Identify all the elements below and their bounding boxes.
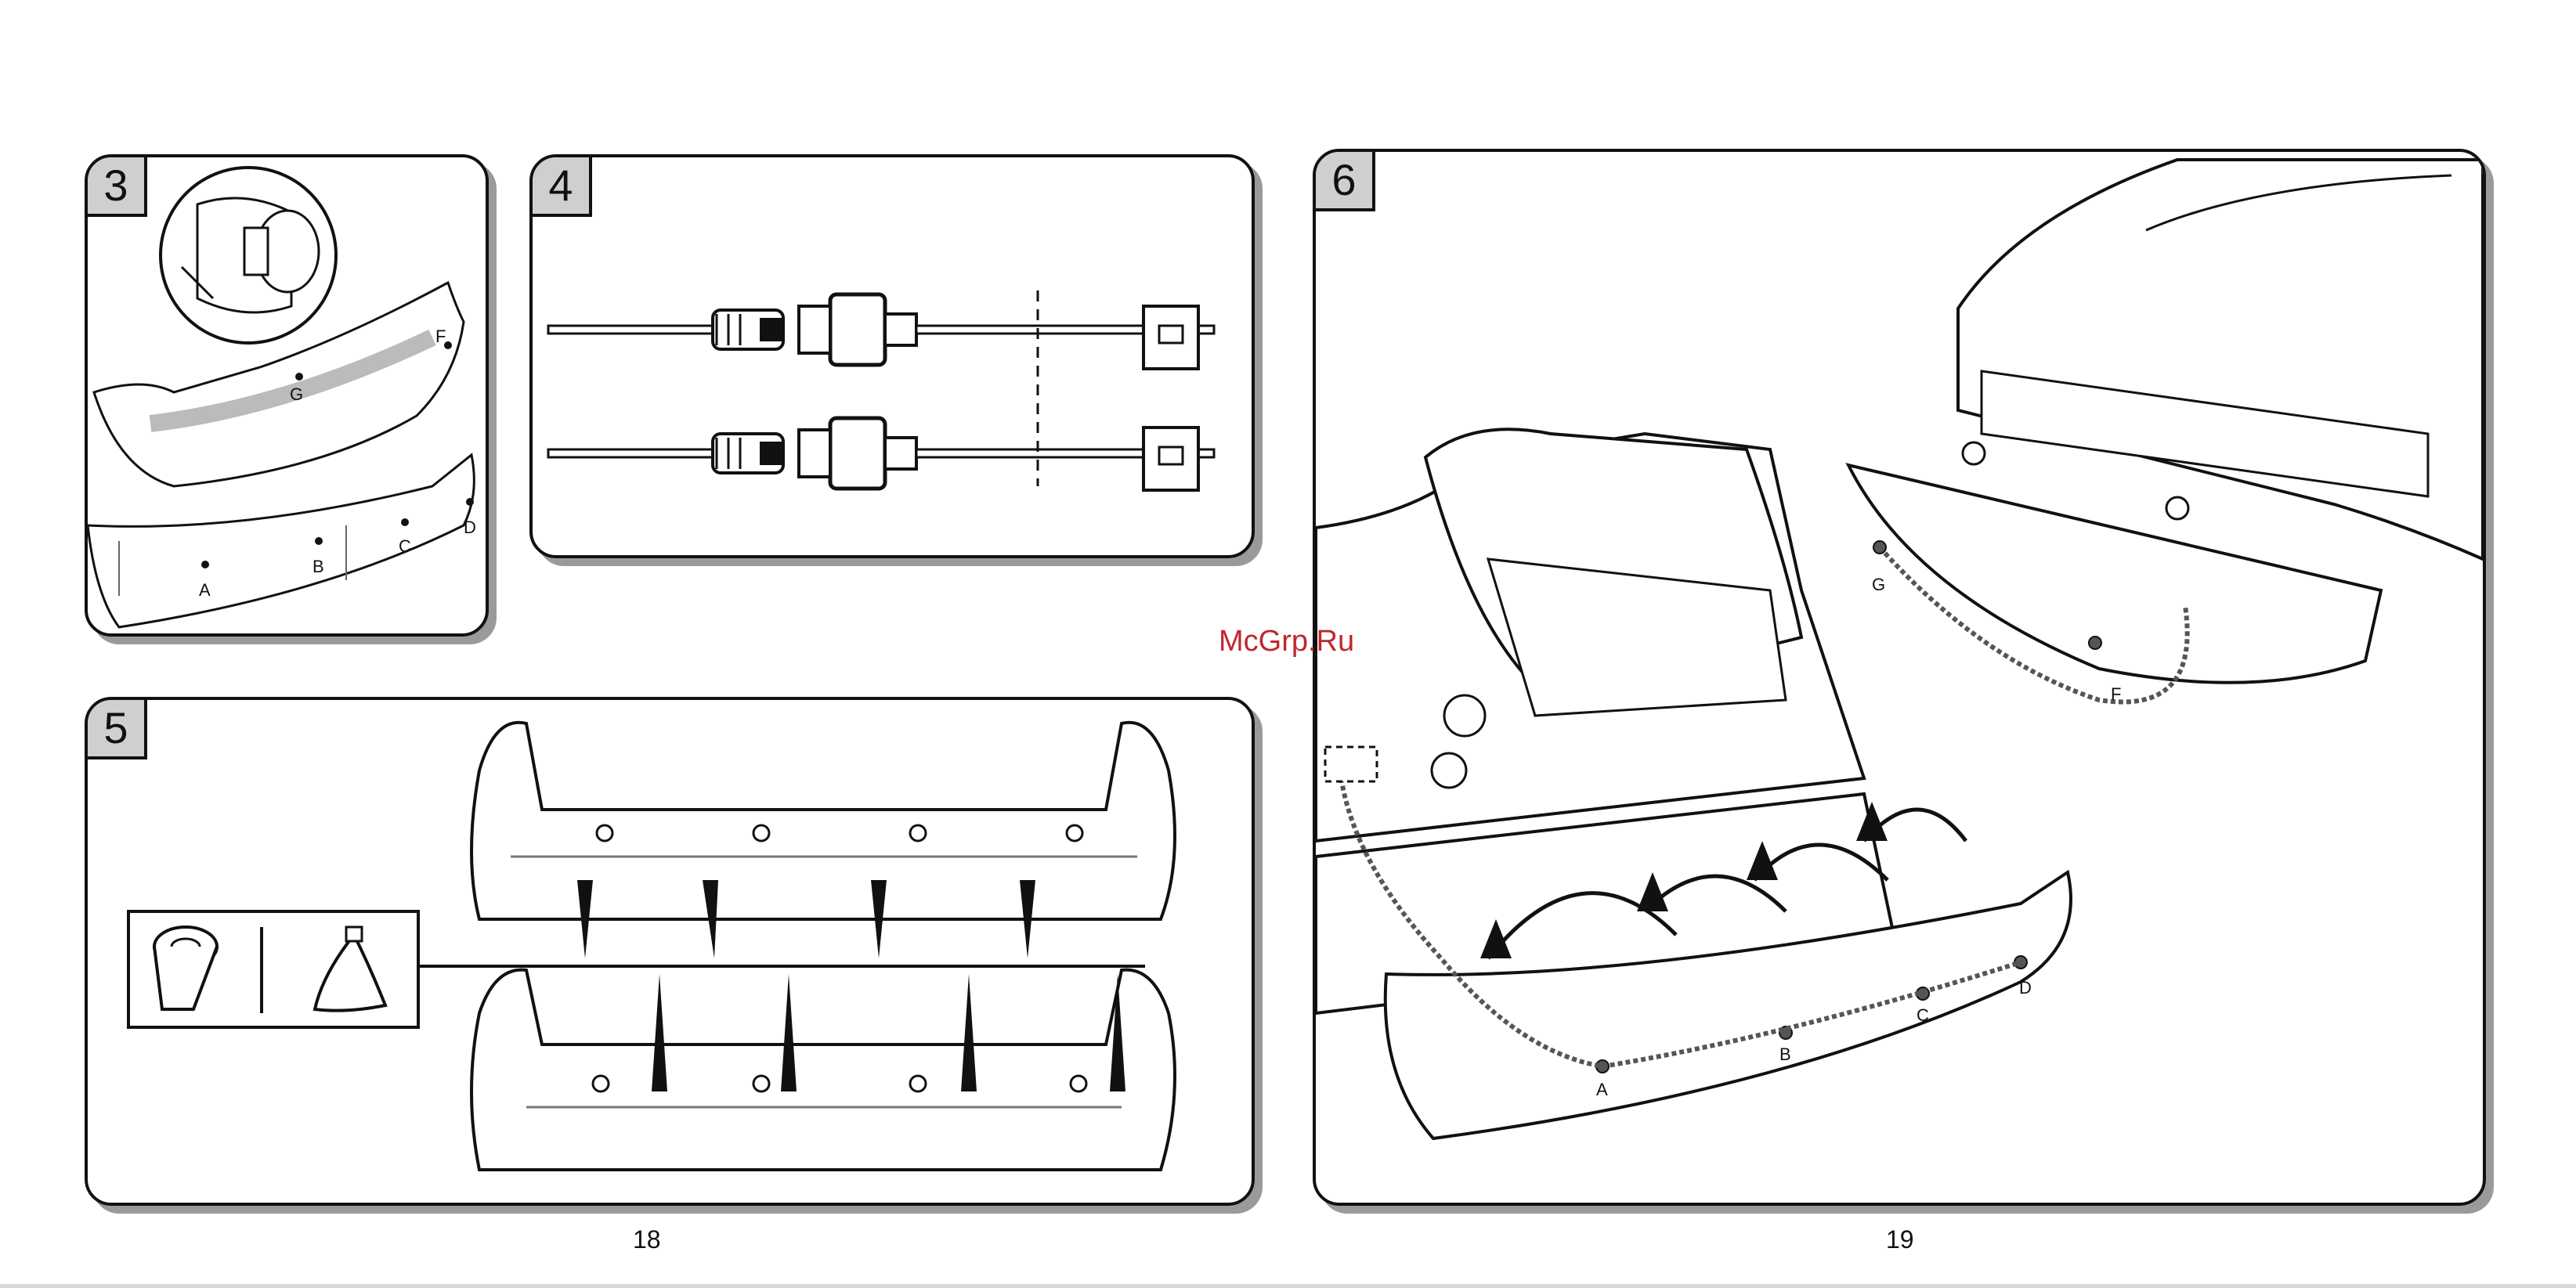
label-a: A: [199, 580, 211, 600]
label-d-rear: D: [2019, 978, 2032, 998]
bumper-sensor-diagram: G F A B C D: [88, 157, 486, 633]
label-c-rear: C: [1917, 1005, 1929, 1025]
step-number-5: 5: [85, 697, 147, 759]
label-a-rear: A: [1596, 1080, 1608, 1099]
page-number-right: 19: [1886, 1225, 1914, 1254]
panel-step-5: 5: [85, 697, 1255, 1206]
label-b: B: [313, 557, 324, 576]
label-b-rear: B: [1779, 1044, 1791, 1064]
connector-cable-top: [548, 294, 1214, 369]
label-f-front: F: [2111, 684, 2121, 704]
label-g-front: G: [1872, 575, 1885, 594]
page-bottom-rule: [0, 1284, 2576, 1288]
vehicle-installation-diagram: G F A B C D: [1316, 152, 2483, 1203]
panel-step-4: 4: [529, 154, 1255, 558]
watermark: McGrp.Ru: [1219, 625, 1354, 658]
page-number-left: 18: [633, 1225, 661, 1254]
label-g: G: [290, 384, 303, 404]
label-f: F: [435, 327, 446, 346]
label-d: D: [464, 518, 476, 537]
bumper-wiring-diagram: [88, 700, 1252, 1203]
step-number-4: 4: [529, 154, 592, 217]
front-of-car: G F: [1848, 160, 2483, 704]
label-c: C: [399, 536, 411, 556]
step-number-6: 6: [1313, 149, 1375, 211]
panel-step-3: 3 G F A B C D: [85, 154, 489, 637]
connector-cable-bottom: [548, 418, 1214, 490]
step-number-3: 3: [85, 154, 147, 217]
panel-step-6: 6 G F: [1313, 149, 2486, 1206]
connector-cable-diagram: [533, 157, 1252, 555]
